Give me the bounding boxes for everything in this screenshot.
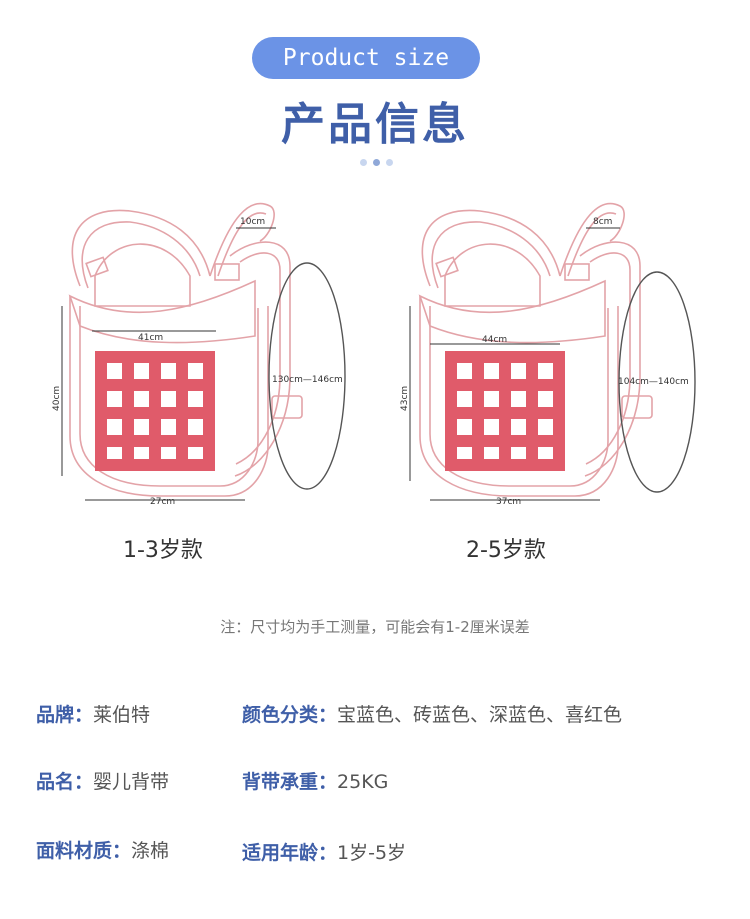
strap-width-label: 8cm: [593, 217, 612, 227]
spec-value: 莱伯特: [93, 704, 151, 726]
spec-label: 品名：: [36, 771, 94, 793]
spec-value: 1岁-5岁: [337, 842, 407, 864]
model-caption-large: 2-5岁款: [466, 538, 546, 563]
carrier-diagram-small: 10cm 41cm 40cm 27cm 130cm—146cm: [52, 202, 346, 507]
dot: [386, 159, 393, 166]
pagination-dots: [360, 159, 400, 169]
height-label: 43cm: [400, 386, 410, 411]
measurement-note: 注：尺寸均为手工测量，可能会有1-2厘米误差: [220, 618, 530, 636]
strap-width-label: 10cm: [240, 217, 265, 227]
carrier-diagram-large: 8cm 44cm 43cm 37cm 104cm—140cm: [400, 202, 696, 507]
spec-label: 颜色分类：: [242, 704, 338, 726]
spec-age: 适用年龄：1岁-5岁: [242, 838, 406, 865]
model-caption-small: 1-3岁款: [123, 538, 203, 563]
height-label: 40cm: [52, 386, 62, 411]
strap-range-label: 104cm—140cm: [618, 377, 689, 387]
upper-width-label: 44cm: [482, 335, 507, 345]
dot: [360, 159, 367, 166]
spec-brand: 品牌：莱伯特: [36, 700, 150, 727]
spec-color: 颜色分类：宝蓝色、砖蓝色、深蓝色、喜红色: [242, 700, 622, 727]
spec-name: 品名：婴儿背带: [36, 767, 169, 794]
strap-range-label: 130cm—146cm: [272, 375, 343, 385]
dot-active: [373, 159, 380, 166]
product-size-pill: Product size: [252, 37, 480, 79]
upper-width-label: 41cm: [138, 333, 163, 343]
spec-value: 婴儿背带: [93, 771, 170, 793]
spec-label: 适用年龄：: [242, 842, 338, 864]
spec-value: 25KG: [337, 771, 389, 793]
bottom-width-label: 37cm: [496, 497, 521, 507]
spec-load: 背带承重：25KG: [242, 767, 388, 794]
spec-value: 涤棉: [131, 840, 170, 862]
bottom-width-label: 27cm: [150, 497, 175, 507]
spec-value: 宝蓝色、砖蓝色、深蓝色、喜红色: [337, 704, 623, 726]
spec-material: 面料材质：涤棉: [36, 836, 169, 863]
page-title: 产品信息: [281, 99, 469, 150]
spec-label: 背带承重：: [242, 771, 338, 793]
spec-label: 面料材质：: [36, 840, 132, 862]
spec-label: 品牌：: [36, 704, 94, 726]
